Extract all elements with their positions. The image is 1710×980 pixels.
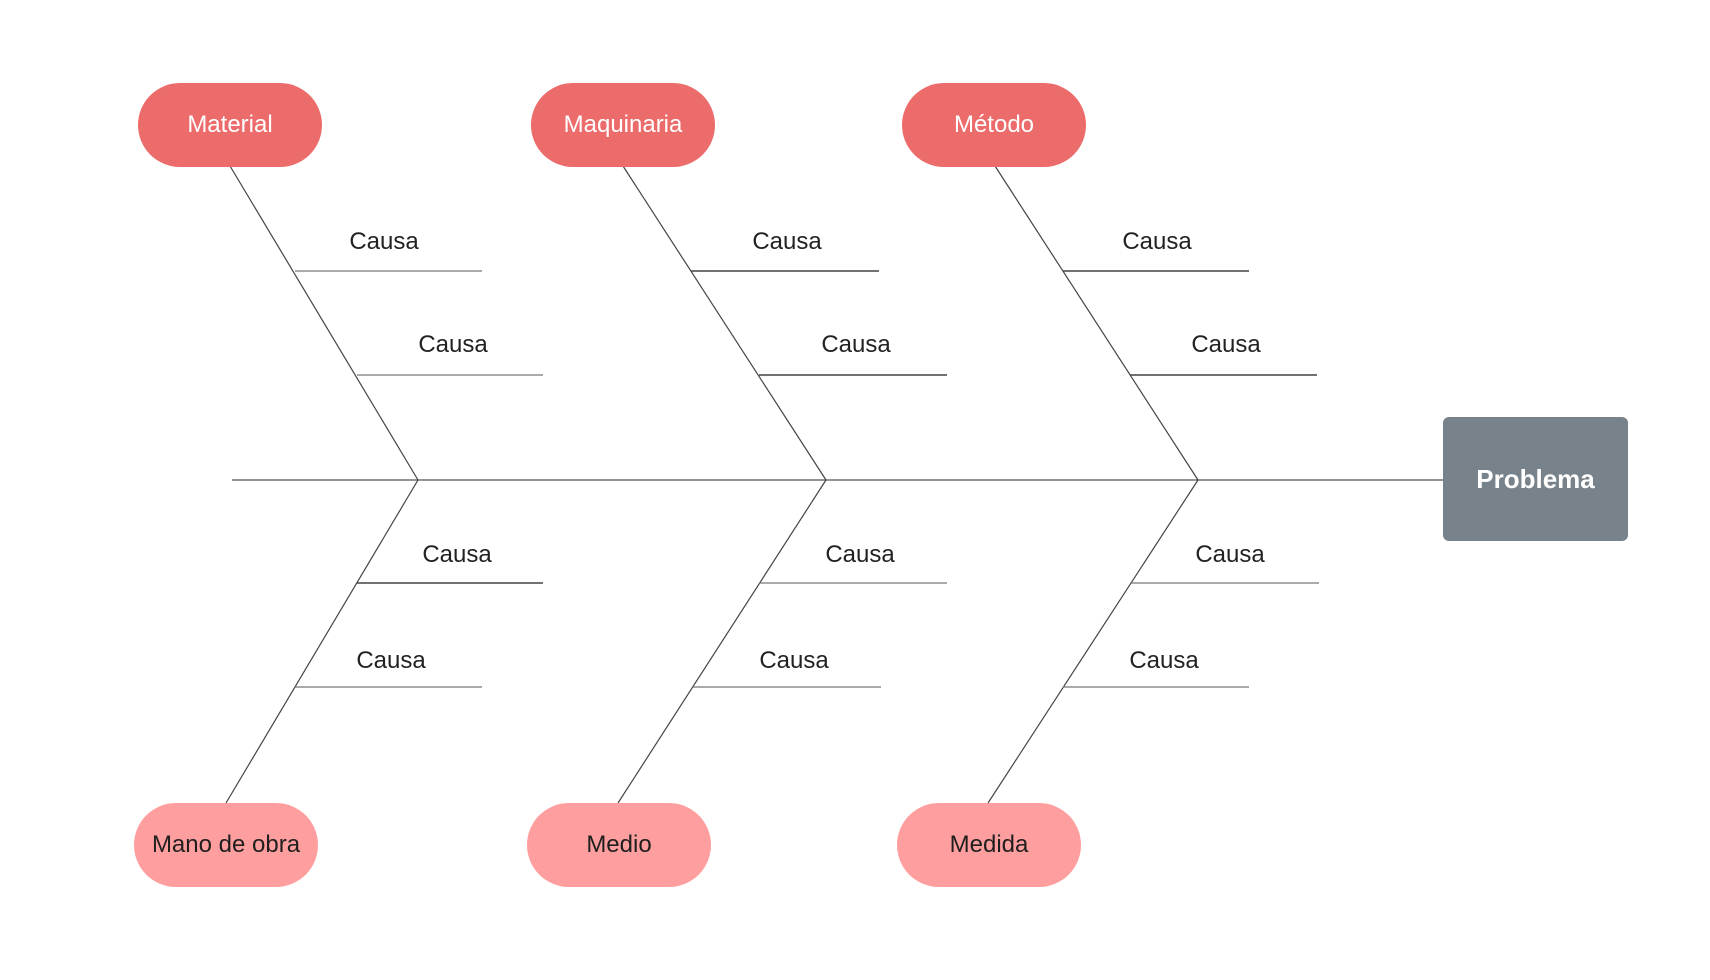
category-medio: Medio [527,803,711,887]
category-material: Material [138,83,322,167]
cause-label: Causa [1129,647,1199,674]
cause-label: Causa [1122,228,1192,255]
category-maquinaria: Maquinaria [531,83,715,167]
bone-medio [617,479,827,804]
cause-label: Causa [349,228,419,255]
cause-label: Causa [422,541,492,568]
cause-label: Causa [759,647,829,674]
cause-label: Causa [418,331,488,358]
bone-medida [987,479,1199,804]
cause-label: Causa [356,647,426,674]
category-medida: Medida [897,803,1081,887]
bone-maquinaria [622,165,827,481]
cause-label: Causa [1191,331,1261,358]
cause-label: Causa [752,228,822,255]
bone-material [229,165,419,481]
cause-label: Causa [1195,541,1265,568]
cause-label: Causa [821,331,891,358]
category-metodo: Método [902,83,1086,167]
bone-mano-de-obra [225,479,419,804]
problem-box: Problema [1443,417,1628,541]
bone-metodo [994,165,1199,481]
cause-label: Causa [825,541,895,568]
category-mano-de-obra: Mano de obra [134,803,318,887]
